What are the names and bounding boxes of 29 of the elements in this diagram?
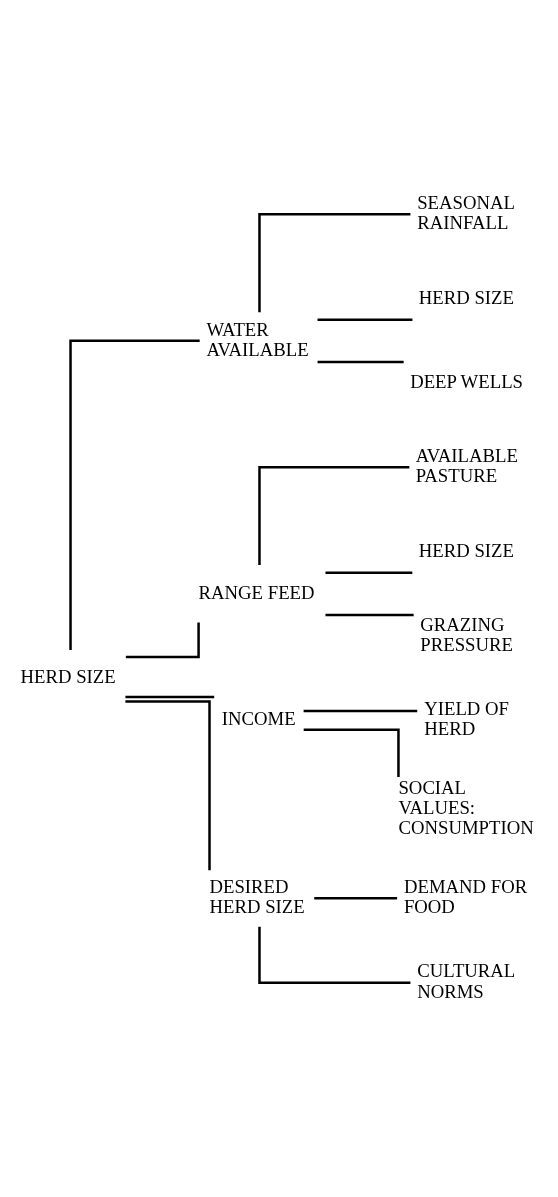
connector [303, 709, 418, 713]
node-text: WATER AVAILABLE [206, 318, 309, 360]
connector [125, 700, 211, 871]
node-text: DESIRED HERD SIZE [209, 876, 305, 918]
node-text: RANGE FEED [198, 581, 315, 603]
connector [325, 571, 413, 574]
connector [303, 728, 400, 777]
node-text: YIELD OF HERD [424, 697, 509, 740]
node-text: SOCIAL VALUES: CONSUMPTION [398, 776, 534, 839]
node-text: DEMAND FOR FOOD [403, 876, 528, 918]
connector [125, 695, 215, 699]
node-text: AVAILABLE PASTURE [415, 445, 518, 487]
connector [325, 613, 414, 617]
connector [317, 360, 404, 364]
node-text: HERD SIZE [418, 539, 514, 561]
node-text: INCOME [221, 708, 296, 730]
node-text: CULTURAL NORMS [417, 960, 516, 1002]
connector [125, 622, 200, 659]
node-text: GRAZING PRESSURE [420, 613, 513, 655]
connector [69, 339, 200, 650]
connector [258, 213, 411, 313]
node-text: HERD SIZE [20, 665, 116, 687]
connector [317, 318, 413, 321]
node-text: SEASONAL RAINFALL [417, 192, 515, 234]
connector [258, 926, 411, 984]
node-text: DEEP WELLS [410, 370, 523, 392]
node-text: HERD SIZE [418, 286, 514, 308]
connector [314, 897, 398, 900]
connector [258, 466, 410, 566]
